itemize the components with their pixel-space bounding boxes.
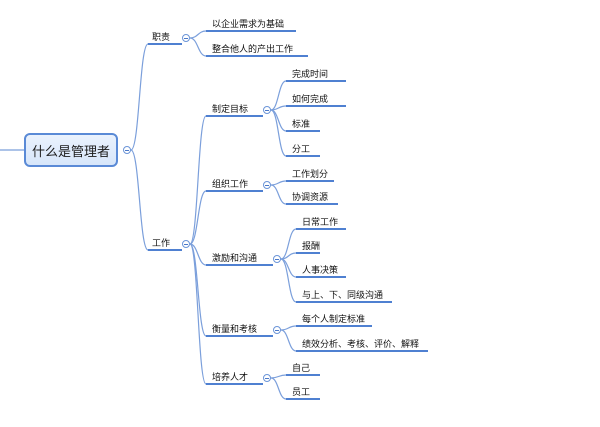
link-duties-1 — [189, 37, 207, 57]
link-work-2 — [189, 243, 207, 266]
link-goals-3 — [270, 109, 287, 157]
leaf-label-communicate-levels[interactable]: 与上、下、同级沟通 — [302, 291, 384, 301]
link-duties-0 — [189, 30, 207, 39]
organize-work-collapse-toggle-icon[interactable] — [263, 181, 271, 189]
leaf-label-self[interactable]: 自己 — [292, 364, 311, 374]
link-work-4 — [189, 243, 207, 385]
leaf-label-compensation[interactable]: 报酬 — [302, 242, 321, 252]
link-measure-0 — [280, 325, 297, 331]
branch-label-work[interactable]: 工作 — [152, 239, 171, 249]
set-goals-collapse-toggle-icon[interactable] — [263, 106, 271, 114]
node-label-organize-work[interactable]: 组织工作 — [212, 180, 249, 190]
link-organize-1 — [270, 184, 287, 205]
branch-duties-collapse-toggle-icon[interactable] — [182, 34, 190, 42]
link-motivate-0 — [280, 228, 297, 260]
measure-collapse-toggle-icon[interactable] — [273, 326, 281, 334]
link-goals-0 — [270, 80, 287, 111]
root-node[interactable]: 什么是管理者 — [24, 133, 118, 167]
node-label-motivate-communicate[interactable]: 激励和沟通 — [212, 254, 258, 264]
link-motivate-3 — [280, 258, 297, 303]
node-label-set-goals[interactable]: 制定目标 — [212, 105, 249, 115]
root-label: 什么是管理者 — [31, 144, 110, 160]
motivate-collapse-toggle-icon[interactable] — [273, 255, 281, 263]
link-root-duties — [130, 43, 149, 151]
link-work-1 — [189, 190, 207, 245]
node-label-integrate-output[interactable]: 整合他人的产出工作 — [212, 45, 294, 55]
node-underlines — [148, 30, 428, 400]
link-work-0 — [189, 115, 207, 245]
leaf-label-daily-work[interactable]: 日常工作 — [302, 218, 339, 228]
leaf-label-coordinate-resources[interactable]: 协调资源 — [292, 193, 329, 203]
link-cultivate-0 — [270, 374, 287, 379]
leaf-label-performance-analysis[interactable]: 绩效分析、考核、评价、解释 — [302, 340, 420, 350]
leaf-label-standard[interactable]: 标准 — [292, 120, 311, 130]
branch-label-duties[interactable]: 职责 — [152, 33, 171, 43]
leaf-label-work-division[interactable]: 工作划分 — [292, 170, 329, 180]
branch-work-collapse-toggle-icon[interactable] — [182, 240, 190, 248]
link-root-work — [130, 149, 149, 251]
link-organize-0 — [270, 180, 287, 186]
node-label-cultivate-talent[interactable]: 培养人才 — [212, 373, 249, 383]
leaf-label-how-to-complete[interactable]: 如何完成 — [292, 95, 329, 105]
cultivate-collapse-toggle-icon[interactable] — [263, 374, 271, 382]
leaf-label-division-of-labor[interactable]: 分工 — [292, 145, 311, 155]
leaf-label-employees[interactable]: 员工 — [292, 388, 311, 398]
root-collapse-toggle-icon[interactable] — [123, 146, 131, 154]
node-label-measure-assess[interactable]: 衡量和考核 — [212, 325, 258, 335]
leaf-label-completion-time[interactable]: 完成时间 — [292, 70, 329, 80]
node-label-enterprise-needs[interactable]: 以企业需求为基础 — [212, 20, 285, 30]
connector-lines — [0, 30, 297, 400]
leaf-label-personnel-decisions[interactable]: 人事决策 — [302, 266, 339, 276]
link-cultivate-1 — [270, 377, 287, 400]
leaf-label-set-standards[interactable]: 每个人制定标准 — [302, 315, 366, 325]
link-measure-1 — [280, 329, 297, 352]
